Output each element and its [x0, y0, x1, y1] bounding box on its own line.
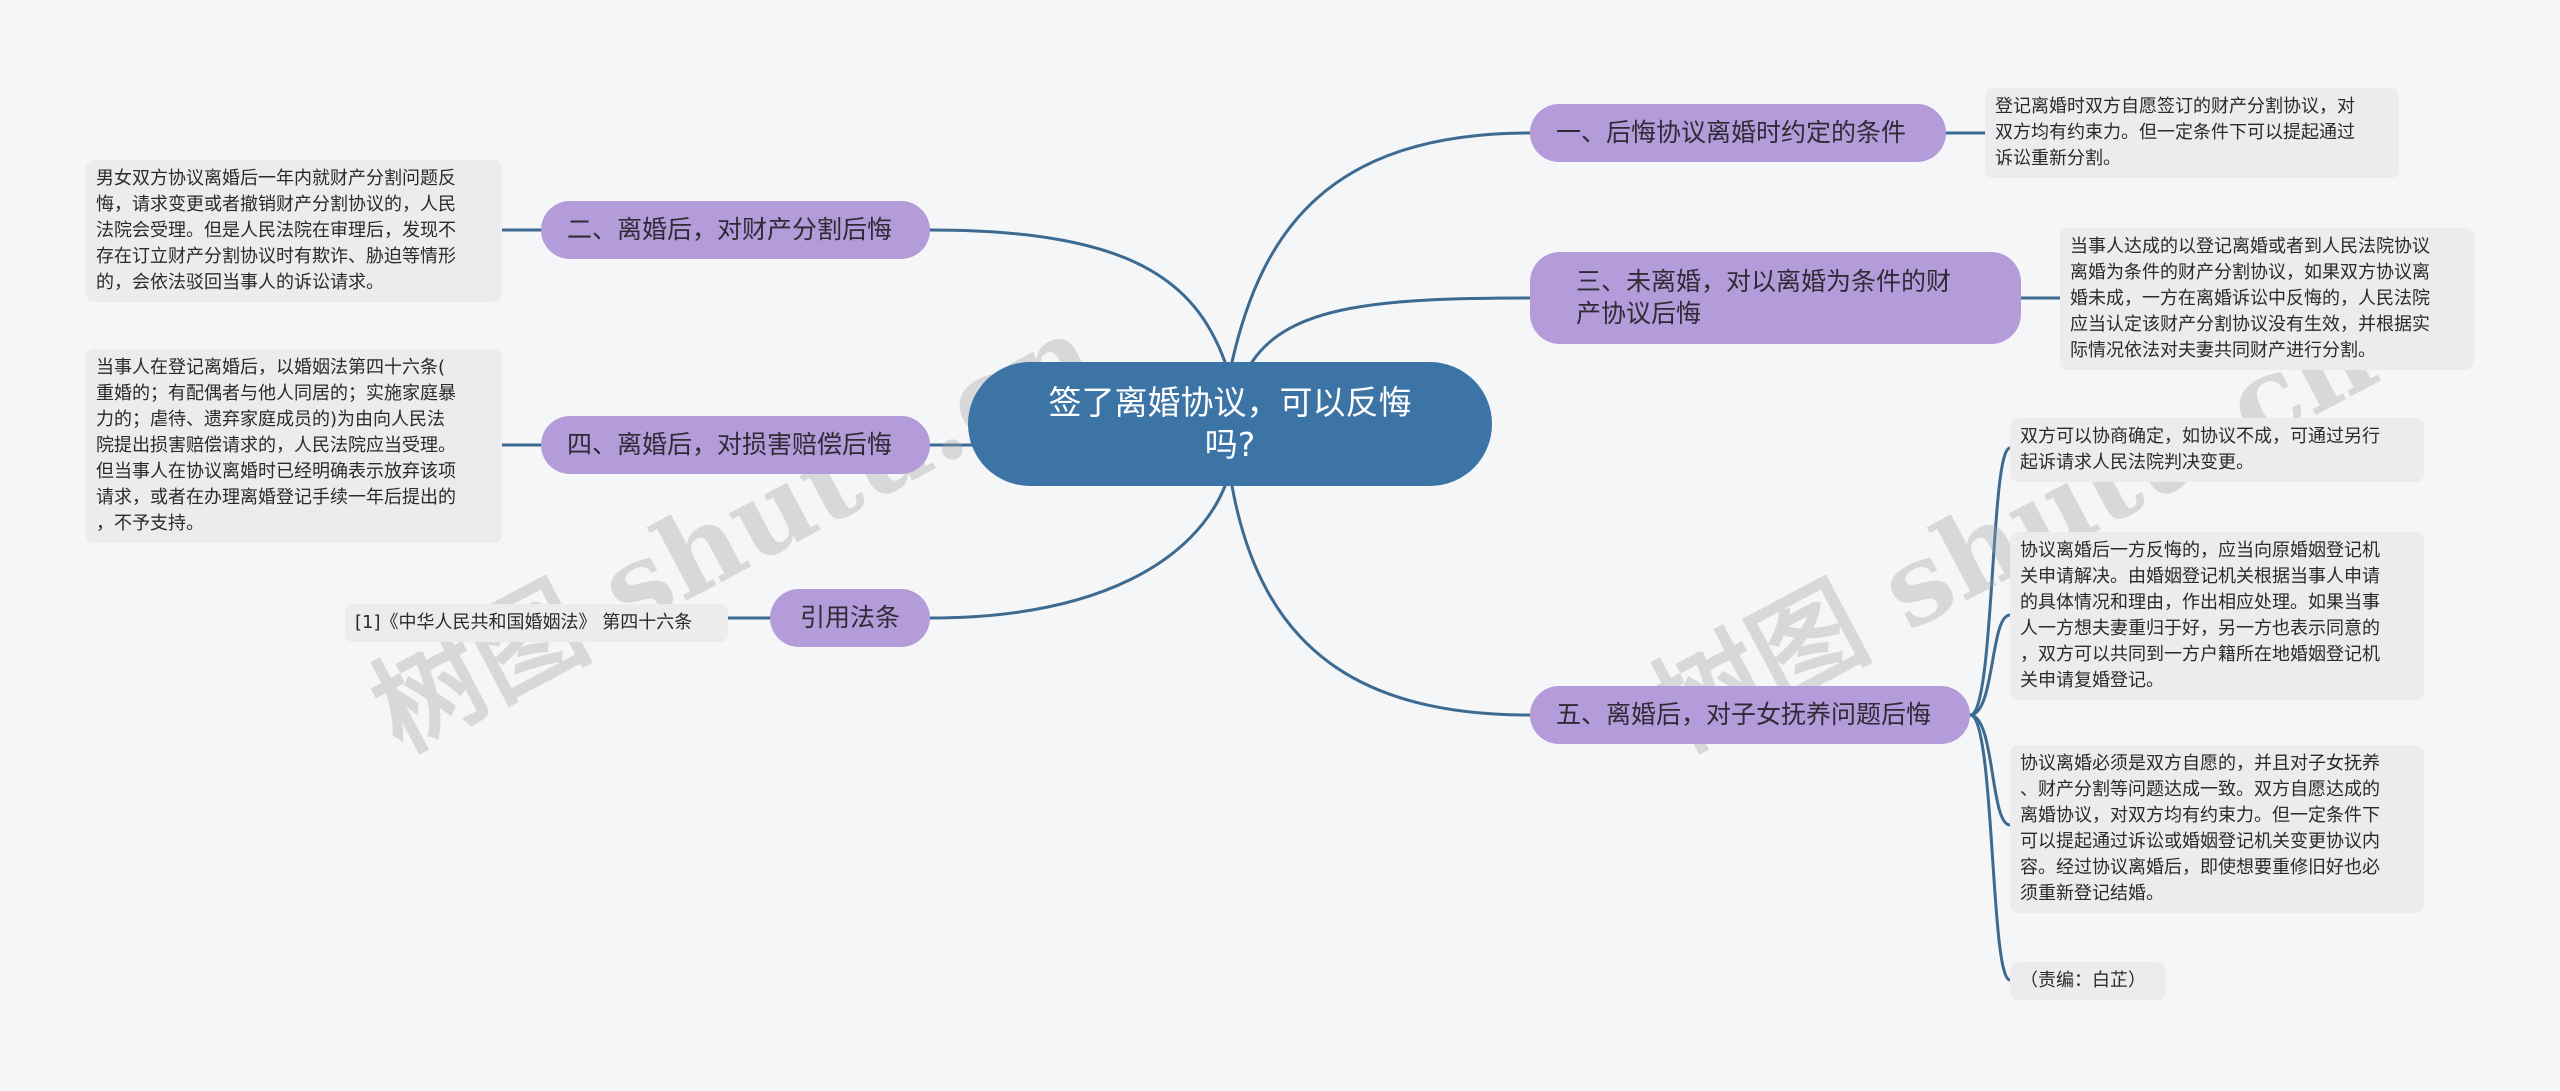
branch-topic-5[interactable]: 五、离婚后，对子女抚养问题后悔 — [1530, 686, 1970, 744]
leaf-editor-note: （责编：白芷） — [2010, 962, 2166, 1000]
branch-topic-label: 引用法条 — [799, 603, 900, 632]
link-b5-leaf3 — [1968, 713, 2012, 827]
link-center-b2 — [928, 228, 1227, 364]
branch-topic-references[interactable]: 引用法条 — [770, 589, 930, 647]
branch-topic-label: 二、离婚后，对财产分割后悔 — [567, 215, 893, 244]
branch-topic-1[interactable]: 一、后悔协议离婚时约定的条件 — [1530, 104, 1946, 162]
leaf-note: 双方可以协商确定，如协议不成，可通过另行 起诉请求人民法院判决变更。 — [2010, 418, 2424, 482]
leaf-note: 男女双方协议离婚后一年内就财产分割问题反 悔，请求变更或者撤销财产分割协议的，人… — [86, 160, 502, 302]
branch-topic-3[interactable]: 三、未离婚，对以离婚为条件的财产协议后悔 — [1530, 252, 2021, 344]
link-center-b1 — [1230, 131, 1532, 364]
leaf-note: 登记离婚时双方自愿签订的财产分割协议，对 双方均有约束力。但一定条件下可以提起通… — [1985, 88, 2399, 178]
branch-topic-label: 三、未离婚，对以离婚为条件的财产协议后悔 — [1576, 267, 1952, 328]
branch-topic-2[interactable]: 二、离婚后，对财产分割后悔 — [541, 201, 930, 259]
link-center-b5 — [1230, 484, 1532, 717]
central-topic[interactable]: 签了离婚协议，可以反悔吗? — [968, 362, 1492, 486]
link-b5-leaf1 — [1968, 446, 2012, 717]
link-center-b3 — [1250, 296, 1532, 364]
link-b5-leaf4 — [1968, 713, 2012, 982]
leaf-note: 当事人在登记离婚后，以婚姻法第四十六条( 重婚的；有配偶者与他人同居的；实施家庭… — [86, 349, 502, 543]
leaf-note: 当事人达成的以登记离婚或者到人民法院协议 离婚为条件的财产分割协议，如果双方协议… — [2060, 228, 2474, 370]
branch-topic-label: 五、离婚后，对子女抚养问题后悔 — [1556, 700, 1932, 729]
branch-topic-label: 四、离婚后，对损害赔偿后悔 — [567, 430, 893, 459]
branch-topic-4[interactable]: 四、离婚后，对损害赔偿后悔 — [541, 416, 930, 474]
branch-topic-label: 一、后悔协议离婚时约定的条件 — [1556, 118, 1907, 147]
leaf-reference: [1]《中华人民共和国婚姻法》 第四十六条 — [345, 604, 728, 642]
central-topic-label: 签了离婚协议，可以反悔吗? — [1048, 383, 1412, 464]
leaf-note: 协议离婚后一方反悔的，应当向原婚姻登记机 关申请解决。由婚姻登记机关根据当事人申… — [2010, 532, 2424, 700]
leaf-note: 协议离婚必须是双方自愿的，并且对子女抚养 、财产分割等问题达成一致。双方自愿达成… — [2010, 745, 2424, 913]
link-center-b6 — [928, 484, 1227, 620]
link-b5-leaf2 — [1968, 613, 2012, 717]
